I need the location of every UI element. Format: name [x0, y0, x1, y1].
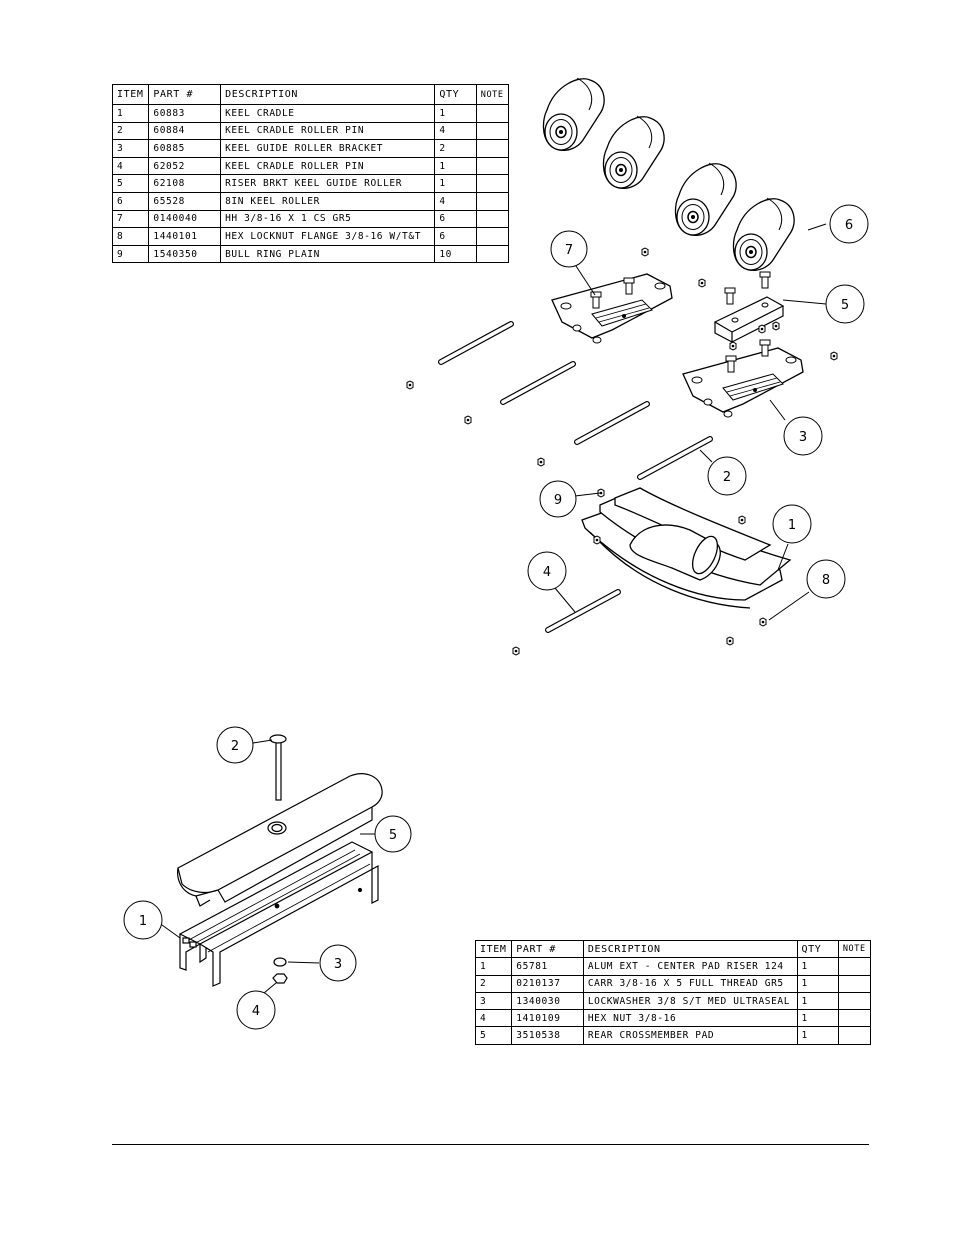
callout-b5: 5	[374, 815, 412, 853]
hex-head-bolts	[590, 271, 771, 373]
keel-cradle	[581, 487, 792, 609]
callout-1-label: 1	[788, 518, 796, 533]
callout-b2-label: 2	[231, 739, 239, 754]
keel-guide-roller-bracket	[682, 347, 804, 418]
callout-6: 6	[829, 204, 869, 244]
callout-6-label: 6	[845, 218, 853, 233]
cell-item: 7	[111, 209, 150, 229]
header-qty: QTY	[434, 84, 477, 105]
header-item: ITEM	[111, 84, 150, 105]
callout-4: 4	[527, 551, 567, 591]
callout-9-label: 9	[554, 493, 562, 508]
cell-item: 5	[474, 1026, 513, 1045]
roller-pin	[441, 324, 511, 362]
callout-b4-label: 4	[252, 1004, 260, 1019]
header-part-number: PART #	[148, 84, 222, 105]
callout-b4: 4	[236, 990, 276, 1030]
keel-roller	[732, 197, 795, 272]
callout-b1-label: 1	[139, 914, 147, 929]
footer-rule	[112, 1144, 869, 1145]
table-header-row: ITEM PART # DESCRIPTION QTY NOTE	[111, 84, 510, 105]
cell-item: 3	[474, 991, 513, 1011]
lockwasher	[273, 957, 287, 967]
callout-4-label: 4	[543, 565, 551, 580]
callout-1: 1	[772, 504, 812, 544]
cell-part-number: 3510538	[511, 1026, 584, 1045]
callout-b3-label: 3	[334, 957, 342, 972]
header-note: NOTE	[475, 84, 510, 105]
cell-qty: 10	[434, 244, 477, 264]
roller-pin	[640, 439, 710, 477]
riser-bracket	[713, 296, 785, 343]
callout-7: 7	[550, 230, 588, 268]
keel-roller	[674, 162, 737, 237]
callout-b1: 1	[123, 900, 163, 940]
keel-guide-roller-bracket	[551, 273, 673, 344]
cell-qty: 1	[796, 1026, 839, 1045]
cell-note	[837, 1026, 872, 1045]
roller-pin	[577, 404, 647, 442]
hex-nut	[272, 973, 288, 984]
callout-5: 5	[825, 284, 865, 324]
callout-3: 3	[783, 416, 823, 456]
alum-extrusion-riser	[178, 841, 379, 987]
header-description: DESCRIPTION	[220, 84, 436, 105]
callout-b2: 2	[216, 726, 254, 764]
callout-8-label: 8	[822, 573, 830, 588]
callout-3-label: 3	[799, 430, 807, 445]
callout-7-label: 7	[565, 243, 573, 258]
callout-b5-label: 5	[389, 828, 397, 843]
callout-9: 9	[539, 480, 577, 518]
callout-2-label: 2	[723, 470, 731, 485]
keel-cradle-exploded-view	[406, 77, 838, 656]
cell-qty: 1	[796, 974, 839, 993]
carriage-bolt	[269, 734, 287, 801]
cell-note	[475, 244, 510, 264]
roller-pin	[503, 364, 573, 402]
callout-2: 2	[707, 456, 747, 496]
center-pad-riser-view	[161, 734, 383, 994]
callout-b3: 3	[319, 944, 357, 982]
keel-cradle-roller-pin	[548, 592, 618, 630]
callout-8: 8	[806, 559, 846, 599]
callout-5-label: 5	[841, 298, 849, 313]
keel-roller	[542, 77, 605, 152]
cell-description: REAR CROSSMEMBER PAD	[582, 1026, 798, 1045]
keel-roller	[602, 115, 665, 190]
rear-crossmember-pad	[177, 773, 383, 907]
cell-item: 9	[111, 244, 150, 264]
